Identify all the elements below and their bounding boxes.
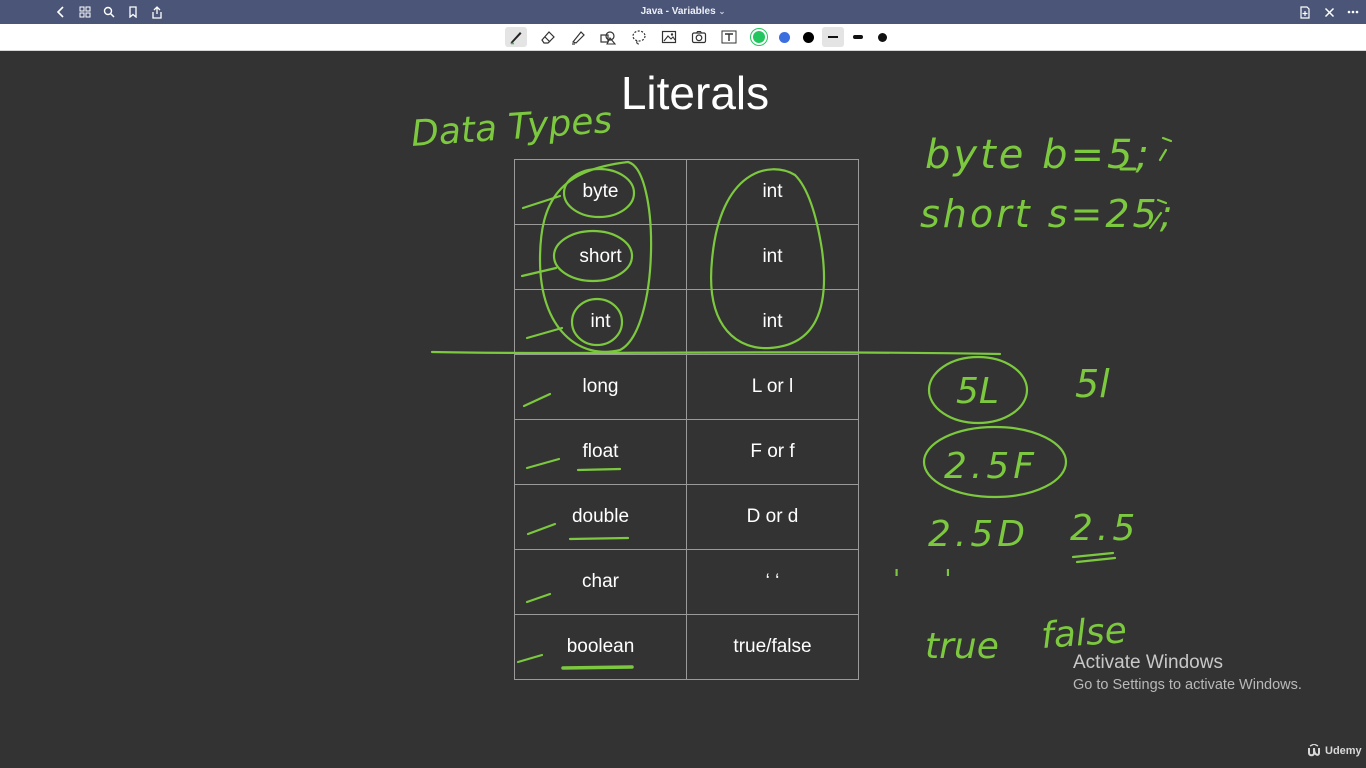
type-cell: short: [514, 224, 687, 290]
add-page-icon[interactable]: [1296, 3, 1314, 21]
color-swatch-blue[interactable]: [773, 27, 795, 47]
suffix-cell: true/false: [686, 614, 859, 680]
lasso-icon[interactable]: [628, 27, 650, 47]
stroke-thick[interactable]: [871, 27, 893, 47]
pen-icon[interactable]: [505, 27, 527, 47]
share-icon[interactable]: [148, 3, 166, 21]
document-title-text: Java - Variables: [640, 6, 716, 17]
watermark-heading: Activate Windows: [1073, 652, 1223, 673]
type-cell: float: [514, 419, 687, 485]
type-cell: byte: [514, 159, 687, 225]
suffix-cell: D or d: [686, 484, 859, 550]
back-icon[interactable]: [52, 3, 70, 21]
thick-stroke-icon: [877, 32, 887, 42]
chevron-down-icon: ⌄: [718, 7, 726, 16]
type-cell: boolean: [514, 614, 687, 680]
drawing-toolbar: [0, 24, 1366, 51]
shapes-icon[interactable]: [597, 27, 619, 47]
top-bar: Java - Variables⌄: [0, 0, 1366, 24]
type-cell: char: [514, 549, 687, 615]
green-swatch-icon: [753, 31, 765, 43]
activate-windows-watermark: Activate Windows Go to Settings to activ…: [1073, 652, 1302, 693]
thin-stroke-icon: [828, 36, 838, 38]
stroke-thin[interactable]: [822, 27, 844, 47]
blue-swatch-icon: [778, 31, 790, 43]
suffix-cell: ‘ ‘: [686, 549, 859, 615]
suffix-cell: L or l: [686, 354, 859, 420]
document-title[interactable]: Java - Variables⌄: [0, 0, 1366, 24]
grid-icon[interactable]: [76, 3, 94, 21]
close-icon[interactable]: [1320, 3, 1338, 21]
suffix-cell: int: [686, 289, 859, 355]
stroke-medium[interactable]: [847, 27, 869, 47]
slide-title: Literals: [620, 67, 770, 119]
black-swatch-icon: [802, 31, 814, 43]
eraser-icon[interactable]: [537, 27, 559, 47]
text-icon[interactable]: [718, 27, 740, 47]
bookmark-icon[interactable]: [124, 3, 142, 21]
suffix-cell: int: [686, 224, 859, 290]
highlighter-icon[interactable]: [567, 27, 589, 47]
type-cell: int: [514, 289, 687, 355]
suffix-cell: int: [686, 159, 859, 225]
medium-stroke-icon: [853, 35, 863, 39]
udemy-label: Udemy: [1325, 745, 1362, 757]
udemy-logo: Udemy: [1306, 744, 1362, 758]
more-icon[interactable]: [1344, 3, 1362, 21]
color-swatch-black[interactable]: [797, 27, 819, 47]
watermark-subtext: Go to Settings to activate Windows.: [1073, 677, 1302, 693]
type-cell: long: [514, 354, 687, 420]
udemy-icon: [1308, 744, 1320, 757]
table-row: char‘ ‘: [514, 549, 859, 615]
suffix-cell: F or f: [686, 419, 859, 485]
color-swatch-green[interactable]: [748, 27, 770, 47]
image-icon[interactable]: [658, 27, 680, 47]
type-cell: double: [514, 484, 687, 550]
search-icon[interactable]: [100, 3, 118, 21]
camera-icon[interactable]: [688, 27, 710, 47]
